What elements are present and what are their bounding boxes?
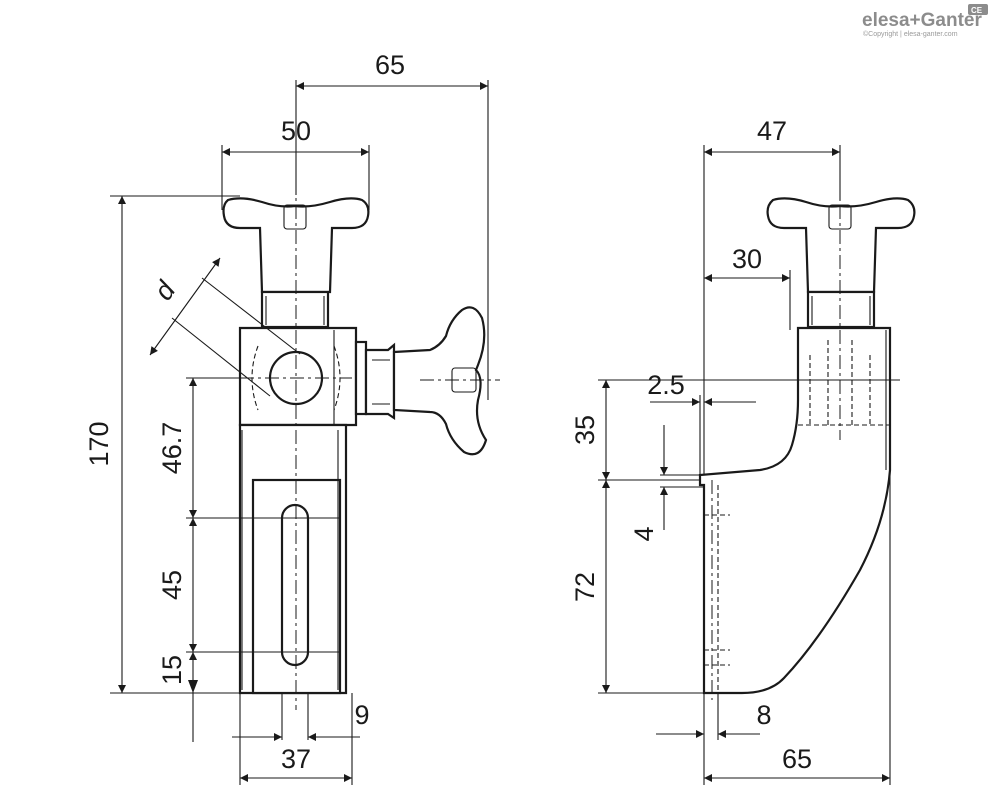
dim-47: 47	[757, 116, 787, 146]
ce-badge: CE	[971, 6, 983, 15]
dim-8: 8	[756, 700, 771, 730]
side-view	[698, 180, 916, 700]
dim-15: 15	[157, 655, 187, 685]
dim-46-7: 46.7	[157, 422, 187, 475]
front-view	[222, 180, 500, 710]
brand-logo-text: elesa+Ganter	[862, 10, 982, 31]
dim-2-5: 2.5	[647, 370, 685, 400]
dim-50: 50	[281, 116, 311, 146]
front-dimensions: 65 50 170 d 46.7 45 15	[84, 50, 489, 785]
dim-170: 170	[84, 421, 114, 466]
dim-37: 37	[281, 744, 311, 774]
dim-72: 72	[570, 572, 600, 602]
dim-65-top: 65	[375, 50, 405, 80]
dim-9: 9	[354, 700, 369, 730]
side-dimensions: 47 30 2.5 35 4 72 8 65	[570, 116, 900, 785]
dim-30: 30	[732, 244, 762, 274]
dim-35: 35	[570, 415, 600, 445]
brand-copyright: ©Copyright | elesa-ganter.com	[863, 30, 958, 38]
dim-4: 4	[629, 526, 659, 541]
dim-45: 45	[157, 570, 187, 600]
dim-d: d	[148, 275, 182, 305]
dim-65-bottom: 65	[782, 744, 812, 774]
brand-logo: elesa+Ganter ©Copyright | elesa-ganter.c…	[862, 4, 988, 38]
